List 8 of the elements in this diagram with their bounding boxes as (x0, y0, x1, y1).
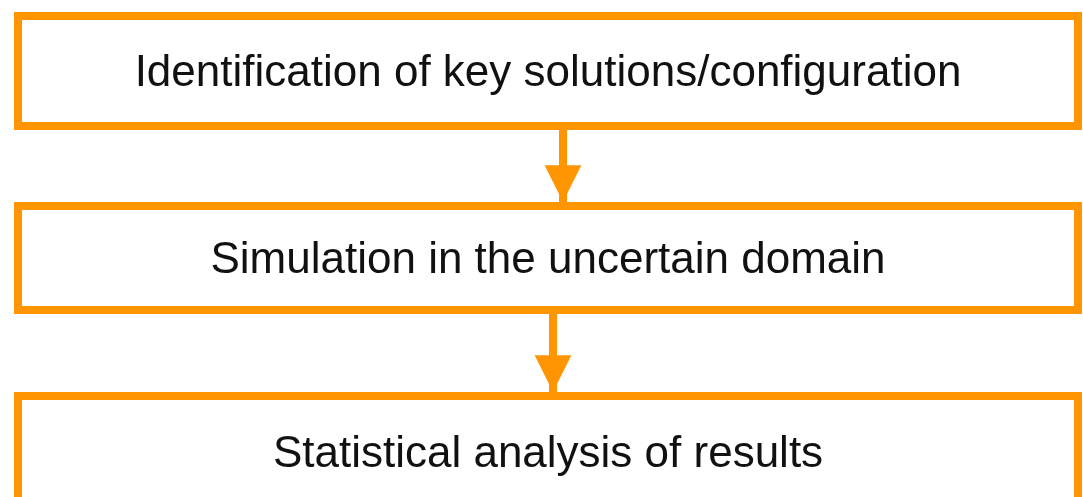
process-box (14, 392, 1082, 497)
arrow (544, 130, 582, 202)
arrow (534, 314, 572, 392)
process-box (14, 12, 1082, 130)
box-label: Identification of key solutions/configuration (134, 46, 962, 96)
process-box (14, 202, 1082, 314)
box-label: Statistical analysis of results (272, 427, 824, 477)
box-label: Simulation in the uncertain domain (210, 233, 886, 283)
